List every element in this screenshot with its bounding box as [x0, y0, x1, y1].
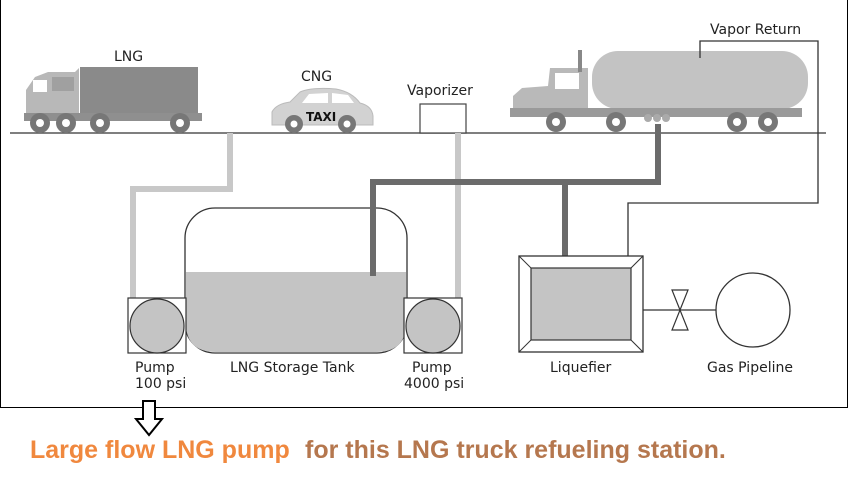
- vapor-return-line: [627, 40, 819, 256]
- gas-pipeline-label: Gas Pipeline: [707, 360, 793, 376]
- pump-left-pressure: 100 psi: [135, 376, 186, 392]
- gas-pipeline-circle: [715, 272, 791, 348]
- lng-storage-tank: [184, 207, 408, 354]
- pump-left: [127, 297, 187, 354]
- diagram-frame: [0, 0, 848, 408]
- pump-left-label: Pump: [135, 360, 175, 376]
- lng-tanker-truck: [510, 50, 808, 132]
- caption-highlight: Large flow LNG pump: [30, 436, 290, 464]
- lng-station-diagram: LNG CNG TAXI Vaporizer Vapor Return LNG …: [10, 22, 826, 392]
- pump-right-label: Pump: [412, 360, 452, 376]
- pipe-left-pump: [130, 133, 233, 300]
- vapor-return-label: Vapor Return: [710, 22, 801, 38]
- liquefier-label: Liquefier: [550, 360, 611, 376]
- storage-tank-label: LNG Storage Tank: [230, 360, 355, 376]
- lng-box-truck: [24, 67, 202, 133]
- valve-icon: [671, 289, 689, 331]
- down-arrow-icon: [134, 400, 164, 437]
- lng-truck-label: LNG: [114, 49, 143, 65]
- cng-taxi: [271, 87, 374, 133]
- caption-rest: for this LNG truck refueling station.: [305, 436, 726, 464]
- liquefier: [518, 255, 644, 353]
- cng-label: CNG: [301, 69, 332, 85]
- vaporizer-box: [419, 103, 467, 134]
- pipe-tank-to-tanker: [370, 124, 661, 276]
- vaporizer-label: Vaporizer: [407, 83, 473, 99]
- taxi-sign: TAXI: [306, 110, 336, 124]
- pump-right: [403, 297, 463, 354]
- pump-right-pressure: 4000 psi: [404, 376, 464, 392]
